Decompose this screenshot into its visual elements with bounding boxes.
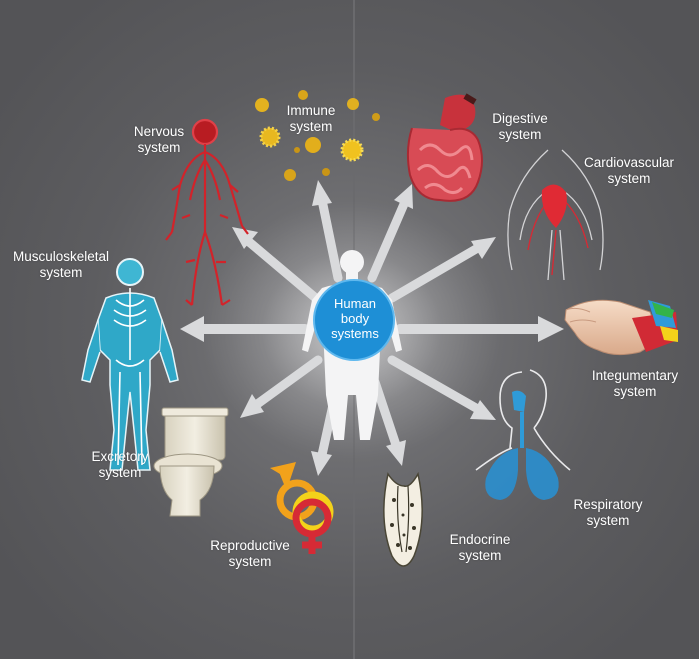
arrows-group [180, 180, 564, 476]
center-label-line3: systems [331, 326, 379, 341]
label-endocrine: Endocrine system [440, 532, 520, 564]
label-nervous-line2: system [137, 140, 181, 155]
arrow-to-immune [312, 180, 343, 283]
label-excretory: Excretory system [80, 449, 160, 481]
label-nervous: Nervous system [124, 124, 194, 156]
label-digestive-line1: Digestive [492, 111, 548, 126]
label-digestive: Digestive system [484, 111, 556, 143]
gender-symbols-icon [270, 462, 334, 554]
label-integumentary-line1: Integumentary [591, 368, 679, 383]
nervous-system-icon [165, 118, 249, 306]
hand-skin-icon [564, 299, 678, 356]
label-cardiovascular-line2: system [607, 171, 651, 186]
lungs-icon [475, 369, 571, 500]
label-respiratory-line1: Respiratory [573, 497, 643, 512]
label-respiratory: Respiratory system [560, 497, 656, 529]
label-musculoskeletal: Musculoskeletal system [6, 249, 116, 281]
arrow-to-respiratory [387, 355, 496, 420]
label-endocrine-line1: Endocrine [449, 532, 511, 547]
gland-icon [383, 471, 423, 567]
label-cardiovascular: Cardiovascular system [574, 155, 684, 187]
label-integumentary-line2: system [613, 384, 657, 399]
arrow-to-nervous [232, 227, 323, 305]
toilet-icon [153, 407, 229, 517]
heart-vessels-icon [507, 149, 604, 281]
immune-cells-icon [255, 90, 380, 181]
center-label-line1: Human [334, 296, 376, 311]
label-respiratory-line2: system [586, 513, 630, 528]
label-reproductive-line2: system [228, 554, 272, 569]
arrow-to-digestive [367, 184, 413, 283]
arrow-to-cardiovascular [387, 237, 496, 303]
label-immune: Immune system [276, 103, 346, 135]
arrow-to-musculoskeletal [180, 316, 310, 342]
label-reproductive: Reproductive system [200, 538, 300, 570]
label-nervous-line1: Nervous [133, 124, 185, 139]
label-integumentary: Integumentary system [580, 368, 690, 400]
arrow-to-excretory [240, 355, 323, 418]
label-musculoskeletal-line2: system [39, 265, 83, 280]
label-digestive-line2: system [498, 127, 542, 142]
label-cardiovascular-line1: Cardiovascular [583, 155, 675, 170]
label-immune-line1: Immune [286, 103, 336, 118]
center-circle [313, 279, 395, 361]
label-endocrine-line2: system [458, 548, 502, 563]
label-immune-line2: system [289, 119, 333, 134]
label-musculoskeletal-line1: Musculoskeletal [12, 249, 110, 264]
center-label: Human body systems [320, 296, 390, 341]
arrow-to-endocrine [370, 377, 406, 466]
center-label-line2: body [340, 311, 370, 326]
label-excretory-line2: system [98, 465, 142, 480]
digestive-tract-icon [406, 93, 483, 202]
label-reproductive-line1: Reproductive [210, 538, 290, 553]
label-excretory-line1: Excretory [91, 449, 149, 464]
arrow-to-integumentary [395, 316, 564, 342]
skeleton-muscles-icon [81, 258, 179, 471]
